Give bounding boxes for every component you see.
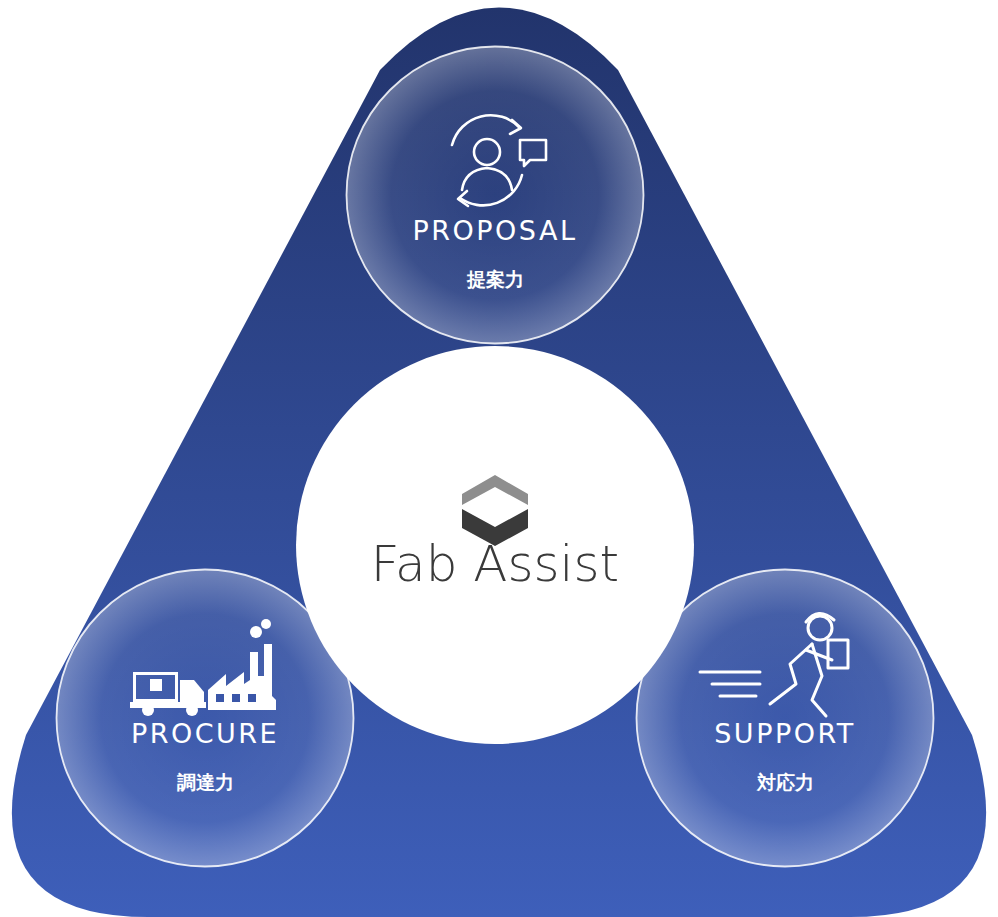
circle-shape bbox=[345, 45, 645, 345]
node-heading: SUPPORT bbox=[635, 718, 935, 749]
node-heading: PROPOSAL bbox=[345, 215, 645, 246]
rounded-triangle bbox=[12, 8, 986, 917]
feature-node: PROPOSAL 提案力 bbox=[345, 45, 645, 345]
node-subheading: 提案力 bbox=[345, 267, 645, 293]
center-node: Fab Assist bbox=[294, 344, 696, 746]
feature-circle bbox=[347, 47, 644, 344]
node-heading: PROCURE bbox=[55, 718, 355, 749]
node-subheading: 調達力 bbox=[55, 770, 355, 796]
node-subheading: 対応力 bbox=[635, 770, 935, 796]
logo-text: Fab Assist bbox=[294, 535, 696, 593]
